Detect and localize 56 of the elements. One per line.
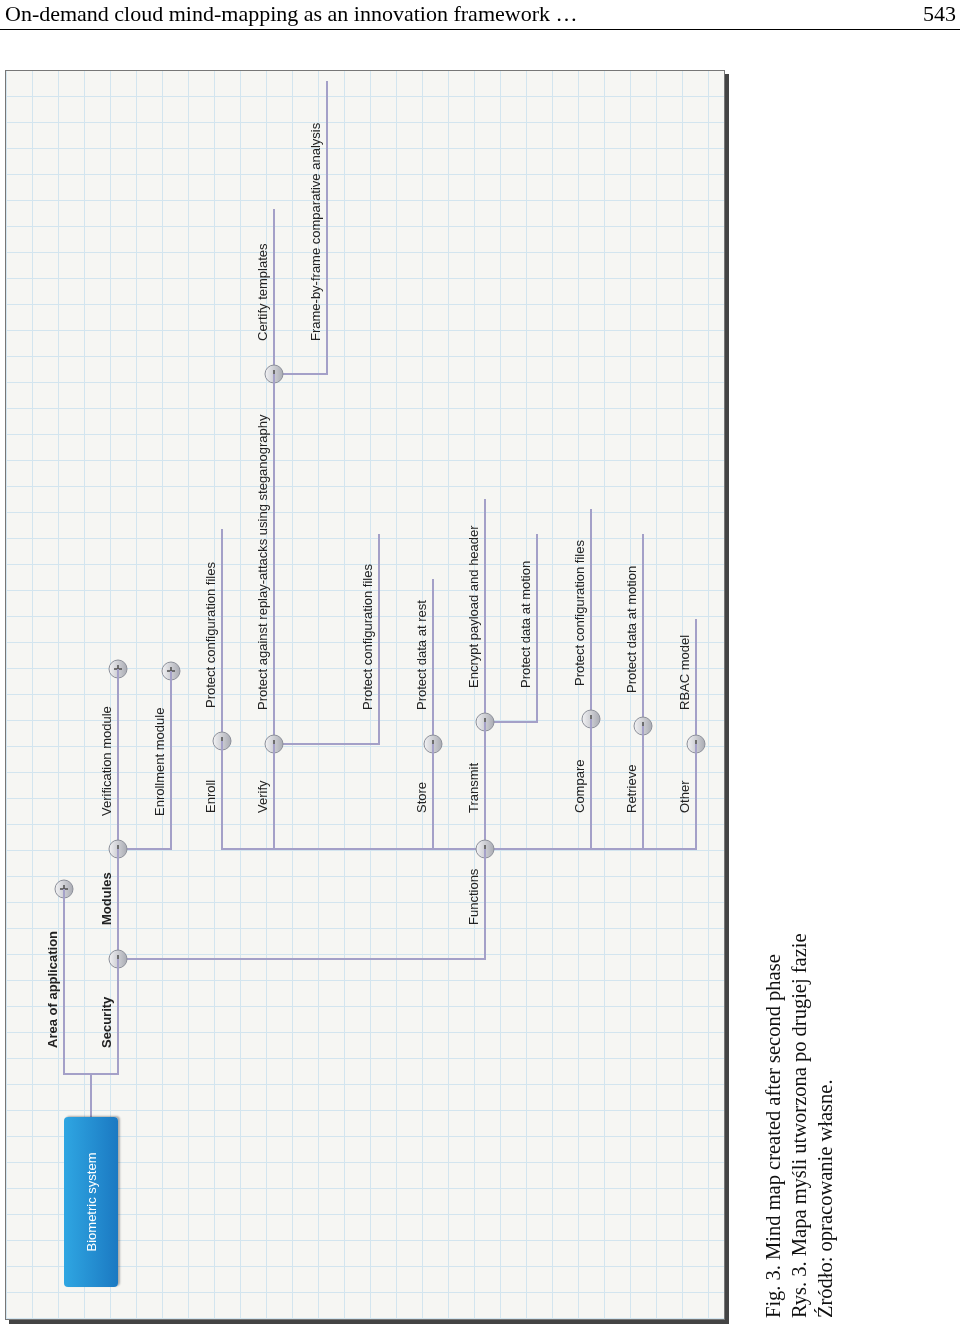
source-note: Źródło: opracowanie własne. [813, 1079, 838, 1318]
topic-label: Certify templates [255, 243, 270, 341]
topic-underline [255, 209, 275, 347]
topic-label: Functions [466, 868, 481, 925]
topic-label: Compare [572, 759, 587, 813]
topic-label: Area of application [45, 930, 60, 1048]
topic-label: Protect configuration files [572, 540, 587, 686]
topic-underline [466, 722, 486, 819]
topic-label: Security [99, 996, 114, 1048]
caption-text: Rys. 3. Mapa myśli utworzona po drugiej fazie [787, 933, 812, 1318]
topic-label: RBAC model [677, 634, 692, 710]
topic-underline [572, 509, 592, 692]
figure-caption: Fig. 3. Mind map created after second phase [761, 954, 786, 1318]
topic-underline [624, 534, 644, 699]
topic-label: Transmit [466, 762, 481, 813]
topic-label: Frame-by-frame comparative analysis [308, 122, 323, 341]
topic-underline [99, 959, 119, 1054]
topic-underline [45, 889, 65, 1054]
topic-underline [203, 529, 223, 714]
topic-underline [99, 669, 119, 822]
topic-underline [308, 81, 328, 347]
topic-label: Protect configuration files [203, 562, 218, 708]
topic-underline [414, 579, 434, 716]
topic-underline [99, 849, 119, 931]
topic-label: Protect data at motion [518, 560, 533, 688]
topic-underline [414, 744, 434, 819]
topic-underline [466, 499, 486, 694]
topic-label: Protect data at rest [414, 600, 429, 710]
topic-label: Verify [255, 780, 270, 813]
topic-label: Store [414, 781, 429, 813]
topic-underline [518, 534, 538, 694]
topic-underline [466, 849, 486, 931]
topic-label: Other [677, 780, 692, 813]
topic-underline [152, 671, 172, 822]
topic-label: Protect configuration files [360, 564, 375, 710]
topic-label: Retrieve [624, 764, 639, 813]
topic-label: Encrypt payload and header [466, 525, 481, 688]
topic-underline [203, 741, 223, 819]
topic-label: Enroll [203, 779, 218, 813]
connector-line [90, 1053, 119, 1118]
topic-underline [572, 719, 592, 819]
topic-label: Protect data at motion [624, 565, 639, 693]
topic-label: Enrollment module [152, 707, 167, 816]
topic-underline [624, 726, 644, 819]
topic-label: Protect against replay-attacks using steganography [255, 414, 270, 710]
topic-label: Modules [99, 872, 114, 925]
topic-label: Verification module [99, 706, 114, 816]
page-number: 543 [923, 1, 956, 27]
topic-underline [360, 534, 380, 716]
central-topic-box [64, 1117, 118, 1287]
running-head: On-demand cloud mind-mapping as an innovation framework … [5, 1, 578, 27]
topic-underline [255, 374, 275, 716]
topic-underline [677, 744, 697, 819]
topic-label: Biometric system [83, 1152, 99, 1252]
topic-underline [255, 744, 275, 819]
topic-underline [677, 619, 697, 716]
